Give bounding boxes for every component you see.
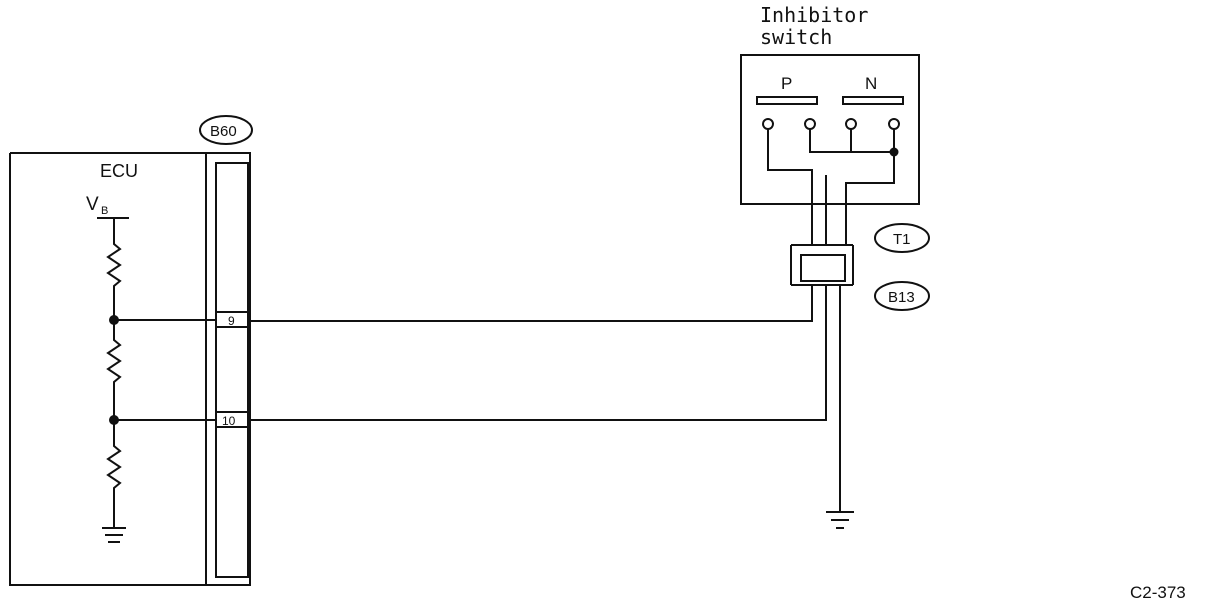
connector-label-b13: B13 — [888, 289, 915, 306]
ecu-box — [9, 152, 210, 586]
connector-b60 — [205, 152, 251, 586]
ecu-label: ECU — [100, 161, 138, 181]
inhibitor-switch: P N — [740, 54, 920, 245]
terminal-4 — [888, 118, 900, 130]
switch-title-line1: Inhibitor — [760, 3, 868, 27]
switch-pos-n: N — [865, 74, 877, 93]
connector-label-b60-oval — [199, 115, 253, 145]
terminal-2 — [804, 118, 816, 130]
pin-9-box — [215, 311, 251, 328]
pin-10-box — [215, 411, 251, 428]
ground-symbol-right — [826, 511, 854, 529]
switch-pos-p: P — [781, 74, 792, 93]
switch-title-line2: switch — [760, 25, 832, 49]
terminal-1 — [762, 118, 774, 130]
figure-ref: C2-373 — [1130, 583, 1186, 602]
connector-label-t1-oval — [874, 223, 930, 253]
connector-label-b60: B60 — [210, 123, 237, 140]
vb-subscript: B — [101, 205, 108, 217]
connector-label-b13-oval — [874, 281, 930, 311]
contact-bar-p — [756, 96, 818, 105]
vb-label: V — [86, 194, 99, 215]
contact-bar-n — [842, 96, 904, 105]
connector-label-t1: T1 — [893, 231, 911, 248]
ecu-internal-circuit — [97, 217, 216, 543]
pin-9-label: 9 — [228, 314, 235, 328]
pin-10-label: 10 — [222, 414, 236, 428]
terminal-3 — [845, 118, 857, 130]
junction-dot-switch — [889, 147, 899, 157]
connector-t1-b13 — [790, 244, 854, 286]
